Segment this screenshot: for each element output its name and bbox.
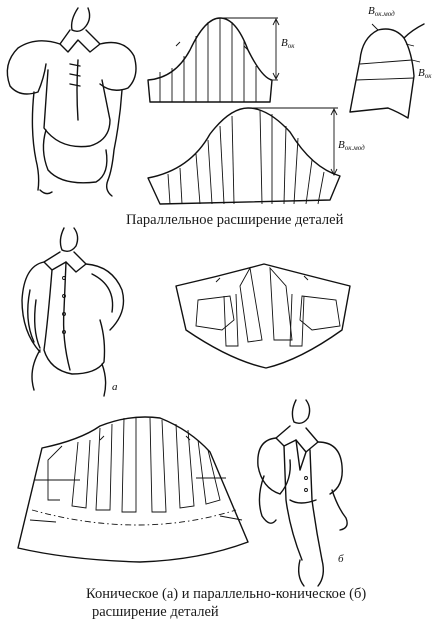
conical-pattern <box>175 263 351 369</box>
parallel-conical-pattern <box>17 416 249 563</box>
caption-conical-line2: расширение деталей <box>92 604 219 620</box>
parallel-pattern-expanded <box>147 107 341 205</box>
label-fig-b: б <box>338 553 344 565</box>
caption-parallel: Параллельное расширение деталей <box>126 212 344 228</box>
illustration-woman-a <box>21 227 125 397</box>
illustration-woman-b <box>257 399 348 587</box>
label-sleeve-b-ok-mod: Вок.мод <box>368 5 395 18</box>
caption-conical-line1: Коническое (а) и параллельно-коническое … <box>86 586 367 602</box>
label-b-ok: Вок <box>281 37 295 50</box>
sleeve-detail <box>349 23 425 119</box>
label-b-ok-mod: Вок.мод <box>338 139 365 152</box>
parallel-pattern-original <box>147 17 280 103</box>
illustration-woman-puff-sleeves <box>6 7 137 197</box>
label-sleeve-b-ok: Вок <box>418 67 432 80</box>
label-fig-a: а <box>112 381 118 393</box>
